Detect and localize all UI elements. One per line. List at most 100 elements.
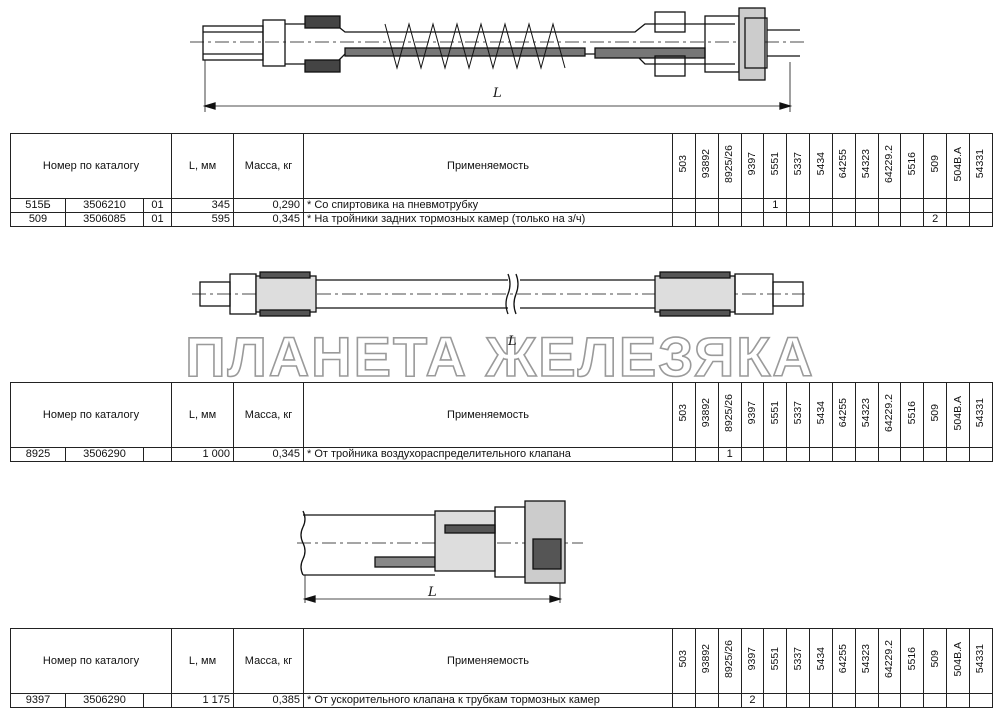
header-model: 5337 <box>791 647 804 671</box>
cell-mark <box>717 693 742 708</box>
cell-mass: 0,345 <box>233 212 305 227</box>
hose-drawing-1 <box>190 7 805 112</box>
cell-mark <box>786 212 811 227</box>
header-model: 54323 <box>860 398 873 428</box>
header-model: 8925/26 <box>723 640 736 678</box>
cell-mark <box>717 212 742 227</box>
cell-mark <box>854 198 879 213</box>
cell-mark <box>877 693 902 708</box>
cell-mark <box>694 198 719 213</box>
header-model: 54323 <box>860 149 873 179</box>
cell-mark <box>831 198 856 213</box>
catalog-table-1: Номер по каталогу L, мм Масса, кг Примен… <box>9 133 993 227</box>
cell-description: * На тройники задних тормозных камер (то… <box>303 212 674 227</box>
header-model: 54331 <box>974 398 987 428</box>
watermark: ПЛАНЕТА ЖЕЛЕЗЯКА <box>184 326 815 384</box>
cell-mark <box>763 693 788 708</box>
cell-number: 3506290 <box>65 447 144 462</box>
table-row: 8925 3506290 1 000 0,345 * От тройника в… <box>10 447 993 462</box>
dimension-label-2: L <box>508 334 517 349</box>
header-length: L, мм <box>171 382 235 448</box>
cell-model: 515Б <box>10 198 66 213</box>
cell-mark <box>809 198 833 213</box>
cell-number: 3506085 <box>65 212 144 227</box>
cell-mark <box>968 693 993 708</box>
cell-mark <box>923 447 948 462</box>
cell-mark: 2 <box>923 212 948 227</box>
cell-mark <box>694 447 719 462</box>
table-row: 9397 3506290 1 175 0,385 * От ускоритель… <box>10 693 993 708</box>
cell-mark <box>968 212 993 227</box>
cell-mark <box>877 447 902 462</box>
table-row: 509 3506085 01 595 0,345 * На тройники з… <box>10 212 993 227</box>
cell-mark <box>786 198 811 213</box>
cell-mark <box>900 447 925 462</box>
cell-mark <box>694 693 719 708</box>
cell-mark <box>672 198 696 213</box>
cell-description: * Со спиртовика на пневмотрубку <box>303 198 674 213</box>
header-model: 503 <box>677 650 690 668</box>
cell-length: 1 000 <box>171 447 235 462</box>
cell-mark <box>763 447 788 462</box>
cell-length: 595 <box>171 212 235 227</box>
table-header-row: Номер по каталогу L, мм Масса, кг Примен… <box>9 133 993 199</box>
header-model: 93892 <box>700 149 713 179</box>
cell-mark <box>923 198 948 213</box>
cell-mark <box>968 198 993 213</box>
cell-mark <box>740 447 765 462</box>
cell-mark <box>946 693 970 708</box>
cell-mark <box>786 693 811 708</box>
cell-variant <box>142 447 173 462</box>
catalog-table-3: Номер по каталогу L, мм Масса, кг Примен… <box>9 628 993 708</box>
header-model: 9397 <box>745 647 758 671</box>
header-model: 9397 <box>745 401 758 425</box>
header-model: 54331 <box>974 644 987 674</box>
header-catalog: Номер по каталогу <box>9 628 173 694</box>
hose-drawing-2 <box>192 271 805 317</box>
cell-mark <box>763 212 788 227</box>
header-model: 504В.А <box>951 395 964 431</box>
header-model: 509 <box>928 404 941 422</box>
cell-mark <box>831 693 856 708</box>
cell-mark <box>900 693 925 708</box>
header-model: 93892 <box>700 398 713 428</box>
cell-mark <box>946 447 970 462</box>
cell-number: 3506210 <box>65 198 144 213</box>
header-model: 64255 <box>837 644 850 674</box>
header-model: 9397 <box>745 152 758 176</box>
watermark-text: ПЛАНЕТА ЖЕЛЕЗЯКА <box>185 326 815 384</box>
header-model: 5434 <box>814 401 827 425</box>
header-length: L, мм <box>171 628 235 694</box>
cell-mark <box>831 212 856 227</box>
cell-mark <box>694 212 719 227</box>
cell-mark <box>786 447 811 462</box>
cell-mark <box>946 212 970 227</box>
header-model: 8925/26 <box>723 145 736 183</box>
header-catalog: Номер по каталогу <box>9 382 173 448</box>
header-applicability: Применяемость <box>303 133 674 199</box>
cell-mark: 2 <box>740 693 765 708</box>
cell-model: 9397 <box>10 693 66 708</box>
cell-mark <box>877 212 902 227</box>
header-model: 54331 <box>974 149 987 179</box>
cell-mark <box>946 198 970 213</box>
cell-mark <box>672 212 696 227</box>
dimension-label-1: L <box>493 86 502 101</box>
cell-mark <box>900 212 925 227</box>
dimension-label-3: L <box>428 585 437 600</box>
cell-mark <box>854 212 879 227</box>
header-applicability: Применяемость <box>303 628 674 694</box>
cell-mark: 1 <box>763 198 788 213</box>
header-catalog: Номер по каталогу <box>9 133 173 199</box>
cell-mark <box>831 447 856 462</box>
header-model: 5551 <box>768 647 781 671</box>
cell-mark <box>740 198 765 213</box>
cell-variant: 01 <box>142 212 173 227</box>
header-model: 5516 <box>905 401 918 425</box>
header-model: 5434 <box>814 647 827 671</box>
header-model: 503 <box>677 404 690 422</box>
header-mass: Масса, кг <box>233 628 305 694</box>
cell-mark <box>809 693 833 708</box>
header-model: 64255 <box>837 398 850 428</box>
cell-description: * От тройника воздухораспределительного … <box>303 447 674 462</box>
